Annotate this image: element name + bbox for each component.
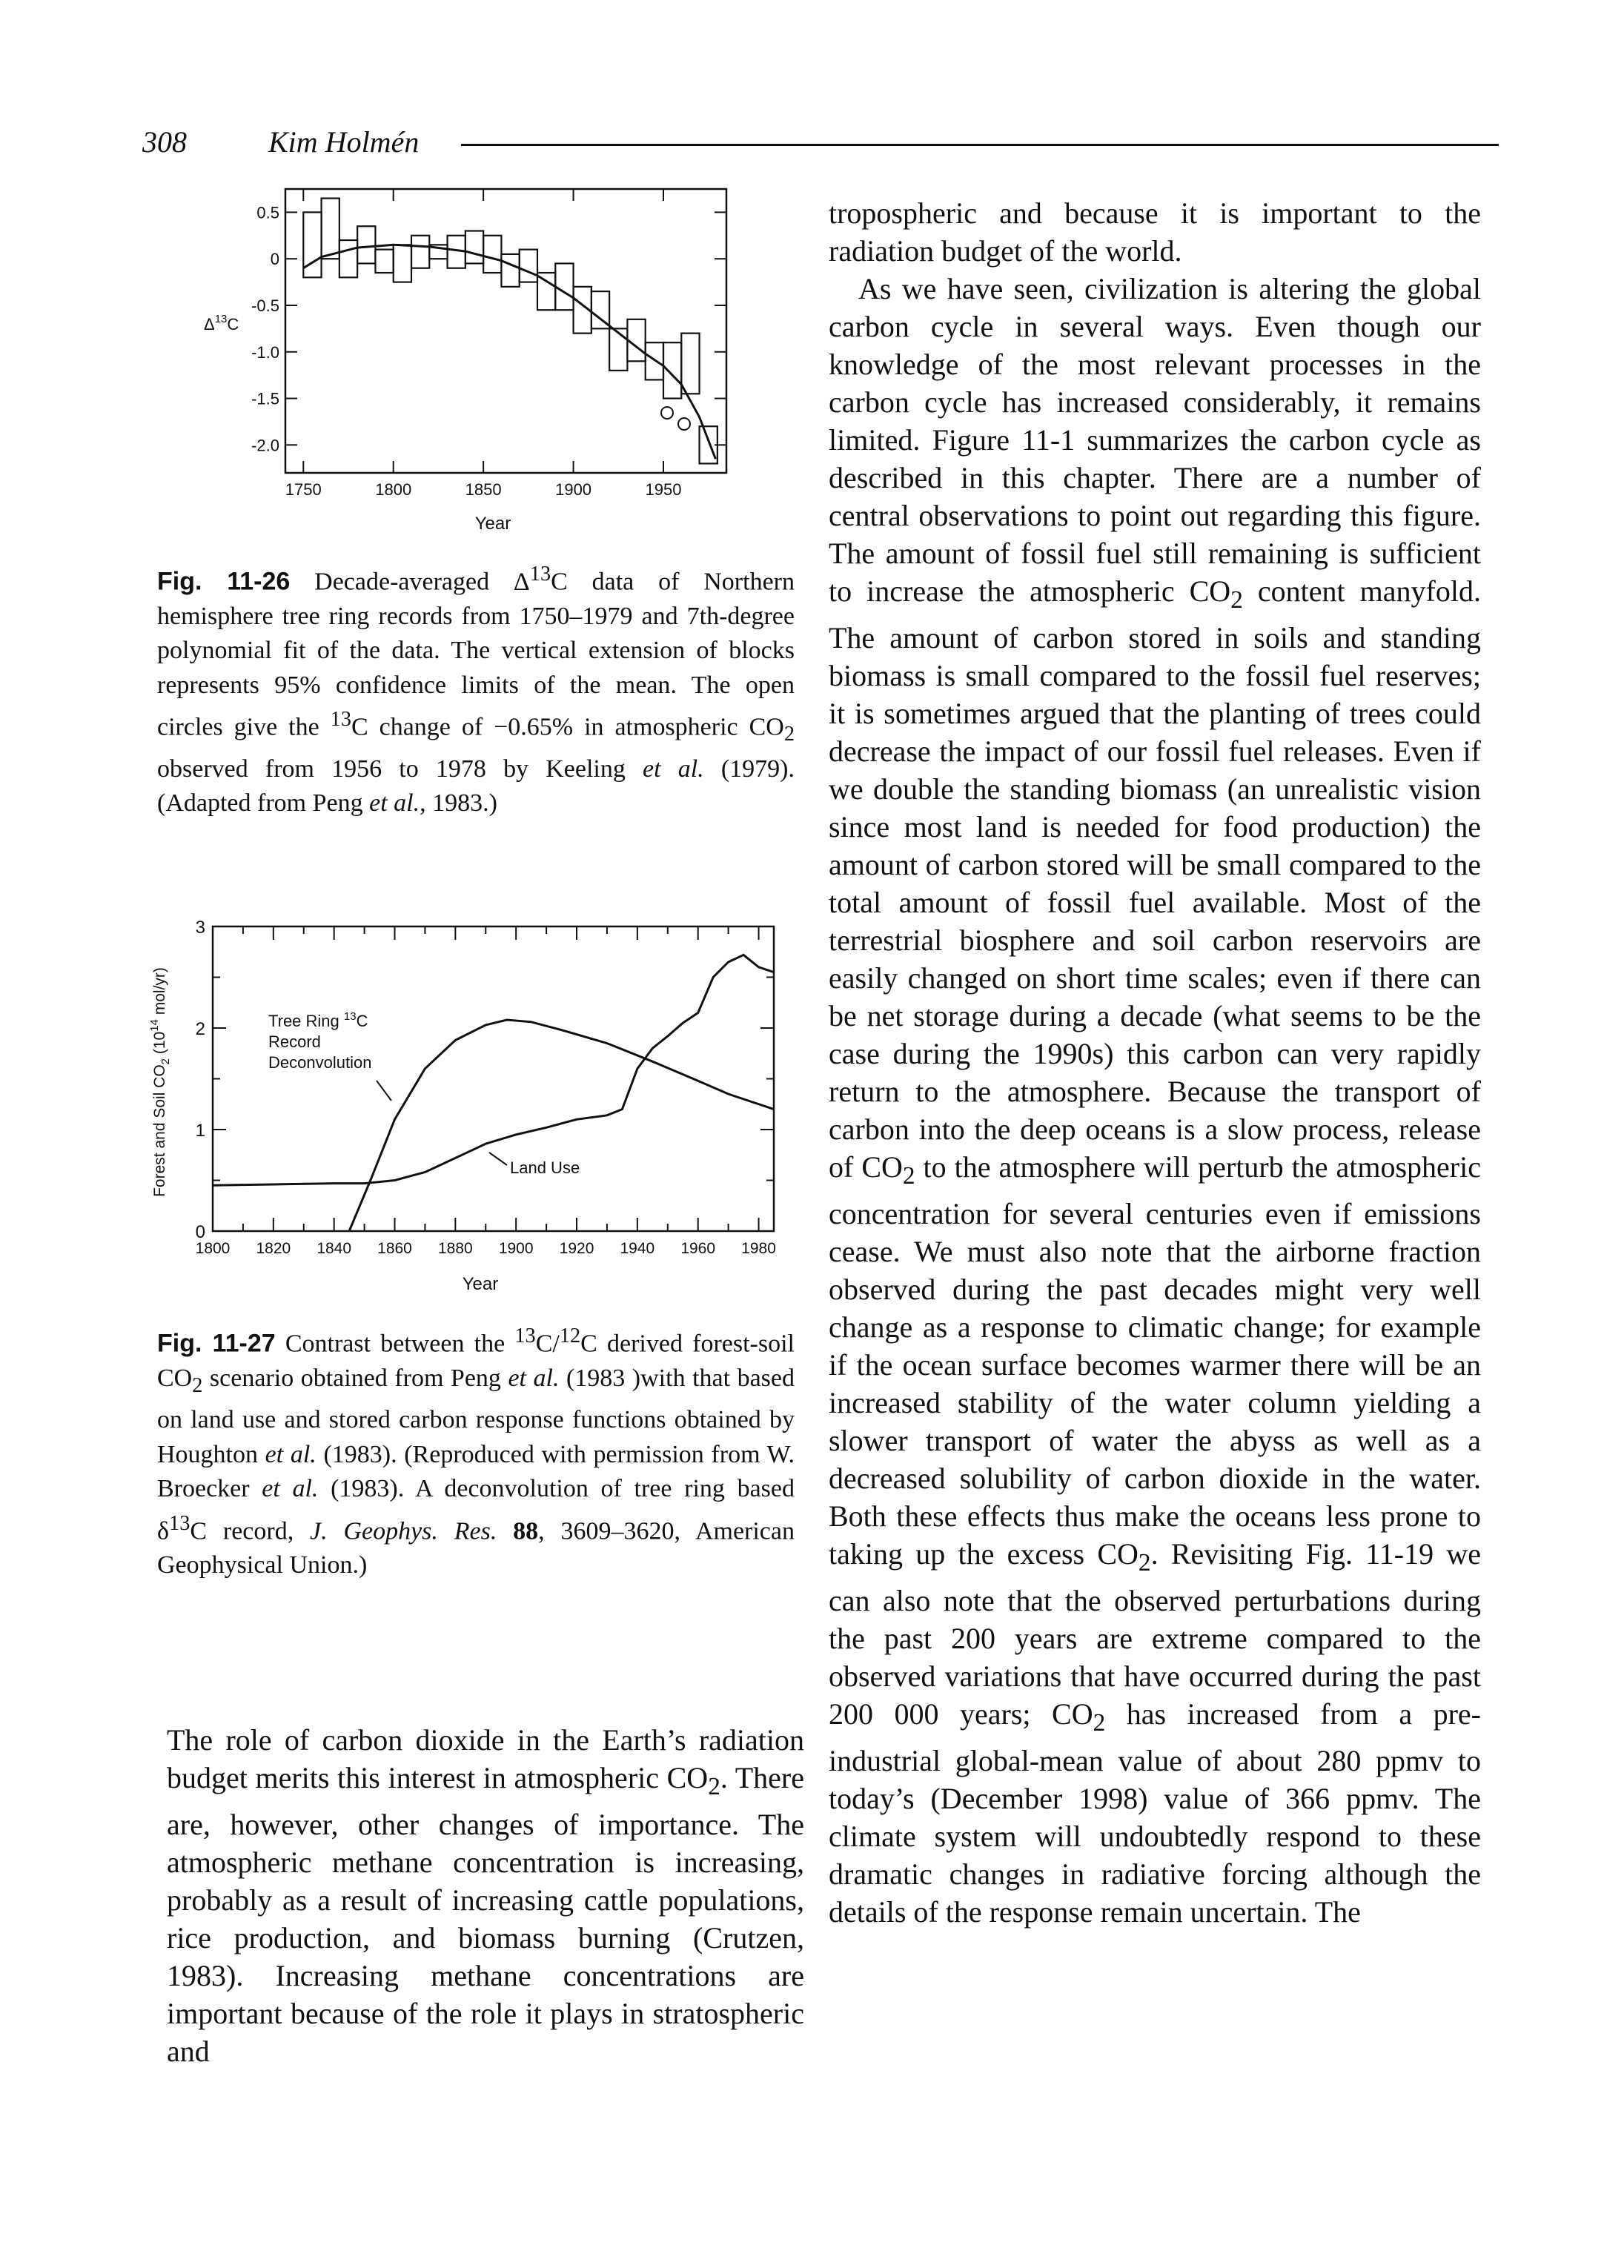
figure-11-26-caption: Fig. 11-26 Decade-averaged Δ13C data of …: [157, 563, 795, 818]
fig1-open-circle: [677, 417, 691, 431]
fig2-y-label: Forest and Soil CO2 (1014 mol/yr): [148, 967, 172, 1197]
fig1-decade-block: [644, 342, 665, 381]
fig2-annotation-record: Record: [268, 1032, 321, 1051]
fig2-x-tick-label: 1820: [256, 1240, 291, 1257]
page-number: 308: [142, 125, 187, 159]
fig2-x-tick-label: 1960: [680, 1240, 715, 1257]
fig1-y-label: Δ13C: [204, 313, 239, 334]
fig1-decade-block: [357, 225, 377, 265]
fig2-x-tick-label: 1800: [196, 1240, 231, 1257]
fig1-x-tick-label: 1900: [555, 480, 591, 499]
fig2-annotation-arrow-land-use: [488, 1152, 508, 1166]
fig1-y-tick-label: 0.5: [256, 203, 279, 222]
fig1-y-tick-label: 0: [271, 250, 279, 268]
fig1-y-tick-label: -2.0: [251, 436, 279, 454]
fig2-annotation-tree-ring: Tree Ring 13C: [268, 1010, 368, 1030]
fig2-annotation-arrow-tree-ring: [376, 1080, 392, 1101]
fig2-plot-frame: [211, 925, 775, 1233]
fig2-x-tick-label: 1880: [438, 1240, 473, 1257]
fig2-x-tick-label: 1900: [499, 1240, 534, 1257]
paragraph-right-1: tropospheric and because it is important…: [829, 196, 1481, 268]
figure-11-27-chart: 0 1 2 3 1800 1820 1840 1860 1880 1900 1920 1940 196…: [148, 918, 776, 1294]
fig1-decade-block: [698, 425, 718, 465]
fig1-fit-curve: [302, 243, 717, 460]
fig1-decade-block: [609, 328, 629, 371]
fig2-y-tick-label: 2: [196, 1019, 205, 1039]
paragraph-right-2: As we have seen, civilization is alterin…: [829, 272, 1481, 1929]
fig1-y-tick-label: -1.5: [251, 390, 279, 408]
fig2-y-tick-label: 0: [196, 1222, 205, 1242]
fig1-decade-block: [320, 197, 340, 260]
fig1-x-tick-label: 1750: [285, 480, 322, 499]
fig2-x-tick-label: 1940: [620, 1240, 655, 1257]
fig1-decade-block: [392, 244, 413, 283]
body-text-left: The role of carbon dioxide in the Earth’…: [167, 1721, 804, 2070]
header-rule: [461, 144, 1499, 146]
fig1-decade-block: [483, 234, 503, 274]
fig1-x-tick-label: 1850: [465, 480, 502, 499]
fig1-decade-block: [590, 291, 611, 330]
figure-11-27-caption: Fig. 11-27 Contrast between the 13C/12C …: [157, 1324, 795, 1579]
fig1-decade-block: [500, 253, 520, 288]
fig1-decade-block: [374, 248, 394, 274]
fig1-plot-frame: [284, 188, 728, 474]
fig2-tree-ring-curve: [348, 1018, 775, 1232]
fig1-x-tick-label: 1800: [375, 480, 411, 499]
fig1-open-circles: [660, 406, 691, 431]
figure-11-26-chart: 0.5 0 -0.5 -1.0 -1.5 -2.0 1750 1800 1850 1900 195…: [204, 188, 728, 534]
fig2-annotation-deconvolution: Deconvolution: [268, 1053, 371, 1072]
fig1-decade-block: [680, 332, 700, 395]
fig1-decade-block: [518, 248, 539, 283]
fig2-annotation-land-use: Land Use: [510, 1158, 580, 1177]
fig1-decade-block: [626, 318, 646, 362]
fig2-y-tick-label: 1: [196, 1121, 205, 1141]
fig1-decade-block: [554, 262, 574, 311]
running-head-author: Kim Holmén: [268, 125, 420, 159]
fig1-decade-block: [338, 239, 359, 279]
fig1-decade-block: [464, 230, 485, 265]
fig1-decade-block: [662, 342, 683, 399]
fig2-land-use-curve: [212, 953, 775, 1187]
fig2-caption-label: Fig. 11-27: [157, 1329, 276, 1358]
fig2-x-tick-label: 1980: [741, 1240, 776, 1257]
fig2-x-label: Year: [463, 1274, 499, 1294]
fig1-caption-label: Fig. 11-26: [157, 567, 291, 596]
fig2-x-tick-label: 1840: [316, 1240, 351, 1257]
fig2-y-tick-label: 3: [196, 918, 205, 938]
fig1-decade-block: [410, 234, 431, 269]
fig1-x-label: Year: [475, 514, 511, 534]
fig1-y-tick-label: -0.5: [251, 296, 279, 315]
fig2-x-tick-label: 1860: [377, 1240, 412, 1257]
fig2-x-tick-label: 1920: [560, 1240, 594, 1257]
running-header: 308 Kim Holmén: [142, 125, 1499, 162]
paragraph-left: The role of carbon dioxide in the Earth’…: [167, 1723, 805, 2068]
fig1-open-circle: [660, 406, 674, 420]
fig1-x-tick-label: 1950: [646, 480, 682, 499]
fig1-y-tick-label: -1.0: [251, 343, 279, 362]
body-text-right: tropospheric and because it is important…: [829, 194, 1481, 1931]
